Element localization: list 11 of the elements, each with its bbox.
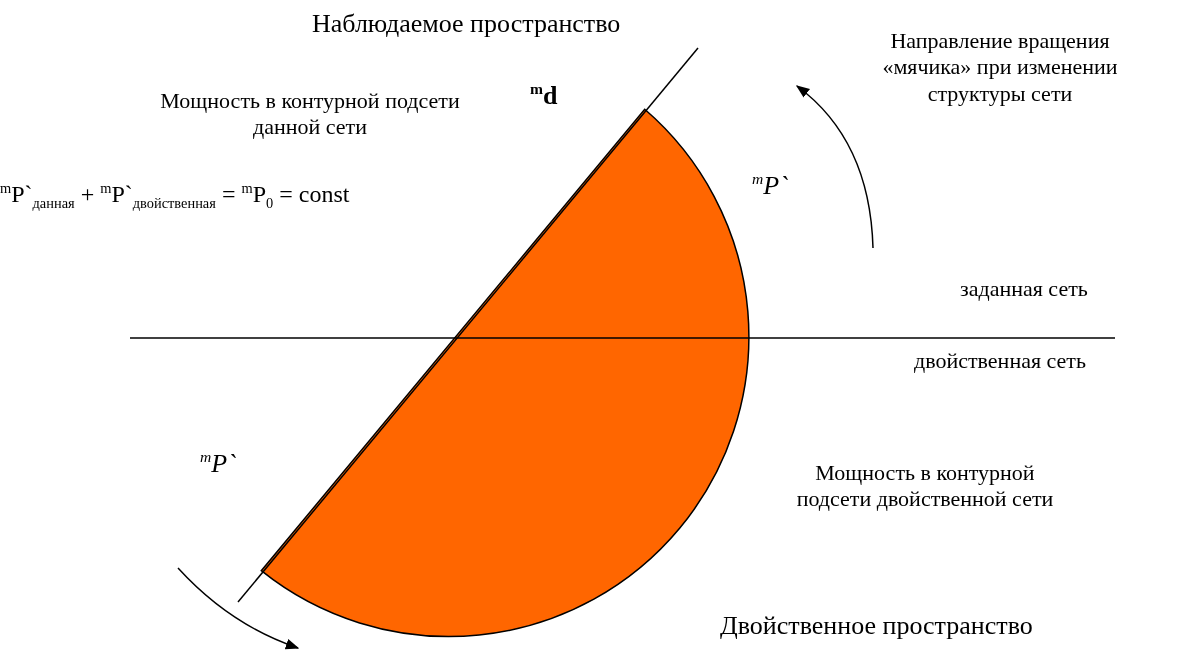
- axis-label: $^{m}$d: [530, 80, 558, 112]
- space-caption: Наблюдаемое пространство: [312, 8, 621, 40]
- power-caption: Мощность в контурной подсети двойственной сети: [795, 460, 1055, 513]
- space-caption: Двойственное пространство: [720, 610, 1033, 642]
- power-symbol: $^{m}$P`: [752, 170, 788, 202]
- power-symbol: $^{m}$P`: [200, 448, 236, 480]
- network-label: двойственная сеть: [914, 348, 1086, 375]
- rotation-note: Направление вращения «мячика» при изменении структуры сети: [881, 28, 1119, 108]
- power-caption: Мощность в контурной подсети данной сети: [159, 88, 461, 141]
- network-label: заданная сеть: [960, 276, 1088, 303]
- formula-text: $^{m}$P`$_{данная}$ + $^{m}$P`$_{двойственная}$ = $^{m}$P$_{0}$ = const: [0, 180, 350, 213]
